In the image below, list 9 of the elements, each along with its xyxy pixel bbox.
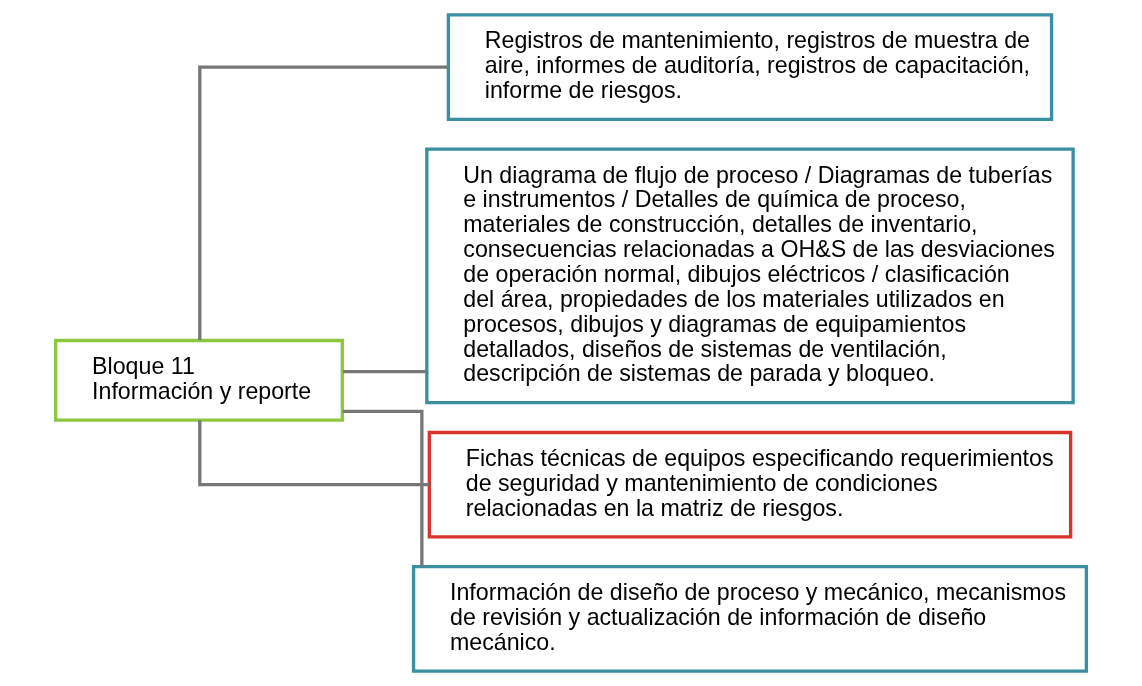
node-box: Información de diseño de proceso y mecánico, mecanismos de revisión y actualización de información de diseño mecánico. (411, 565, 1089, 673)
node-box: Fichas técnicas de equipos especificando requerimientos de seguridad y mantenimiento de condiciones relacionadas en la matriz de riesgos. (427, 430, 1073, 539)
node-box: Registros de mantenimiento, registros de muestra de aire, informes de auditoría, registros de capacitación, informe de riesgos. (446, 13, 1054, 121)
connector (198, 65, 449, 340)
node-box: Un diagrama de flujo de proceso / Diagramas de tuberías e instrumentos / Detalles de química de proceso, materiales de construcción, detalles de inventario, consecuencias relacionadas a OH&S de las desviaciones de operación normal, dibujos eléctricos / clasificación del área, propiedades de los materiales utilizados en procesos, dibujos y diagramas de equipamientos detallados, diseños de sistemas de ventilación, descripción de sistemas de parada y bloqueo. (425, 147, 1075, 405)
node-box: Bloque 11 Información y reporte (53, 338, 344, 422)
connector (342, 409, 424, 567)
connector (198, 420, 430, 487)
connector (343, 369, 427, 374)
